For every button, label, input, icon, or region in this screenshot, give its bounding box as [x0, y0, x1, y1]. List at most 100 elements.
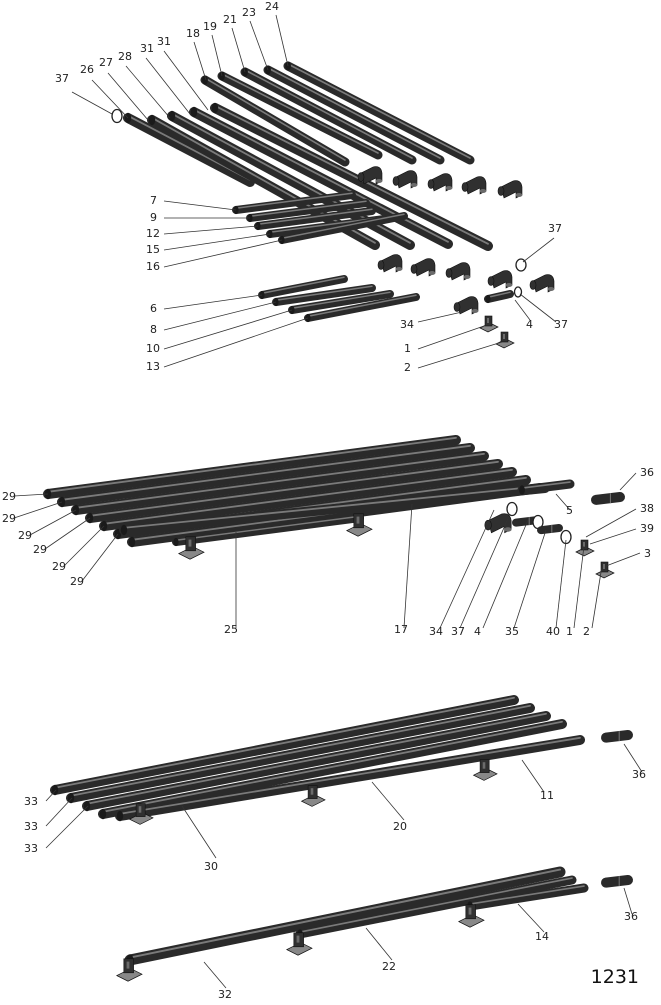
mount-bracket: [458, 904, 485, 928]
leader-line: [623, 743, 643, 773]
pipe-body: [200, 75, 350, 167]
elbow-opening: [453, 302, 461, 312]
pipe-body: [115, 735, 585, 821]
pipe-highlight: [119, 736, 581, 815]
pipe-highlight: [275, 285, 373, 301]
elbow-fitting: [392, 170, 418, 189]
pipe-end: [202, 75, 208, 85]
group1-pipes: [123, 61, 493, 323]
pipe-end: [120, 524, 128, 536]
pipe: [200, 75, 350, 167]
mount-bracket: [479, 315, 499, 333]
end-connector: [591, 492, 625, 505]
leader-line: [211, 34, 223, 77]
mount-bracket: [472, 759, 498, 781]
pipe-end: [124, 112, 132, 124]
callout-label: 31: [140, 42, 154, 55]
callout-label: 15: [146, 243, 160, 256]
bracket-highlight: [487, 318, 489, 323]
leader-line: [482, 519, 529, 629]
callout-label: 14: [535, 930, 549, 943]
pipe-highlight: [129, 868, 561, 959]
leader-line: [45, 789, 57, 802]
callout-label: 29: [2, 490, 16, 503]
bracket-highlight: [482, 762, 486, 769]
leader-line: [45, 805, 89, 849]
pipe-highlight: [123, 484, 546, 529]
callout-label: 5: [566, 504, 573, 517]
leader-line: [439, 509, 495, 629]
leader-line: [275, 14, 289, 67]
mount-bracket: [116, 958, 143, 982]
callout-label: 11: [540, 789, 554, 802]
pipe-body: [119, 483, 550, 535]
pipe-end: [148, 114, 156, 126]
pipe-body: [210, 103, 493, 251]
pipe-highlight: [103, 468, 513, 525]
bracket-highlight: [583, 542, 585, 547]
elbow-opening: [461, 182, 469, 192]
callout-label: 17: [394, 623, 408, 636]
leader-line: [203, 961, 227, 989]
group4-leaders: [203, 887, 633, 989]
callout-label: 34: [400, 318, 414, 331]
pipe-highlight: [193, 108, 449, 243]
pipe-highlight: [291, 291, 391, 309]
pipe-highlight: [102, 720, 563, 813]
mount-bracket: [346, 513, 373, 537]
o-ring: [513, 286, 523, 298]
leader-line: [591, 565, 603, 629]
callout-label: 13: [146, 360, 160, 373]
pipe: [172, 514, 364, 547]
callout-label: 28: [118, 50, 132, 63]
callout-label: 29: [18, 529, 32, 542]
drawing-number: 1231: [590, 966, 639, 988]
elbow-outlet: [547, 287, 555, 291]
elbow-fitting: [453, 296, 479, 315]
pipe-highlight: [307, 294, 417, 317]
callout-label: 36: [640, 466, 654, 479]
pipe-end: [99, 808, 107, 820]
leader-line: [371, 781, 405, 821]
callout-label: 29: [52, 560, 66, 573]
bracket-highlight: [468, 907, 472, 915]
elbow-fitting: [445, 262, 471, 281]
end-connector: [601, 730, 633, 743]
pipe-highlight: [521, 481, 571, 489]
leader-line: [107, 72, 149, 121]
pipe-body: [288, 290, 394, 314]
leader-line: [163, 200, 237, 211]
pipe-body: [85, 459, 503, 523]
leader-line: [623, 887, 633, 915]
mount-bracket: [178, 536, 205, 560]
callout-label: 22: [382, 960, 396, 973]
elbow-opening: [445, 268, 453, 278]
pipe-body: [172, 514, 364, 546]
callout-label: 37: [554, 318, 568, 331]
elbow-opening: [484, 519, 492, 531]
group4-labels: 32 22 14 36: [218, 910, 638, 1001]
leader-line: [522, 237, 555, 263]
leader-line: [163, 233, 271, 251]
callout-label: 8: [150, 323, 157, 336]
pipe-body: [240, 67, 417, 165]
elbow-fitting: [497, 180, 523, 199]
leader-line: [163, 301, 277, 331]
callout-label: 36: [632, 768, 646, 781]
group4-fittings: [116, 875, 633, 982]
leader-line: [163, 239, 283, 268]
pipe: [98, 719, 567, 820]
pipe: [66, 703, 535, 804]
leader-line: [519, 293, 557, 323]
leader-line: [573, 545, 585, 629]
pipe-highlight: [89, 460, 499, 517]
pipe-body: [123, 113, 255, 187]
leader-line: [417, 325, 485, 350]
pipe: [517, 479, 575, 495]
leader-line: [605, 552, 641, 567]
elbow-fitting: [427, 173, 453, 192]
elbow-fitting: [410, 258, 436, 277]
pipe-highlight: [469, 885, 585, 905]
pipe: [246, 199, 370, 223]
